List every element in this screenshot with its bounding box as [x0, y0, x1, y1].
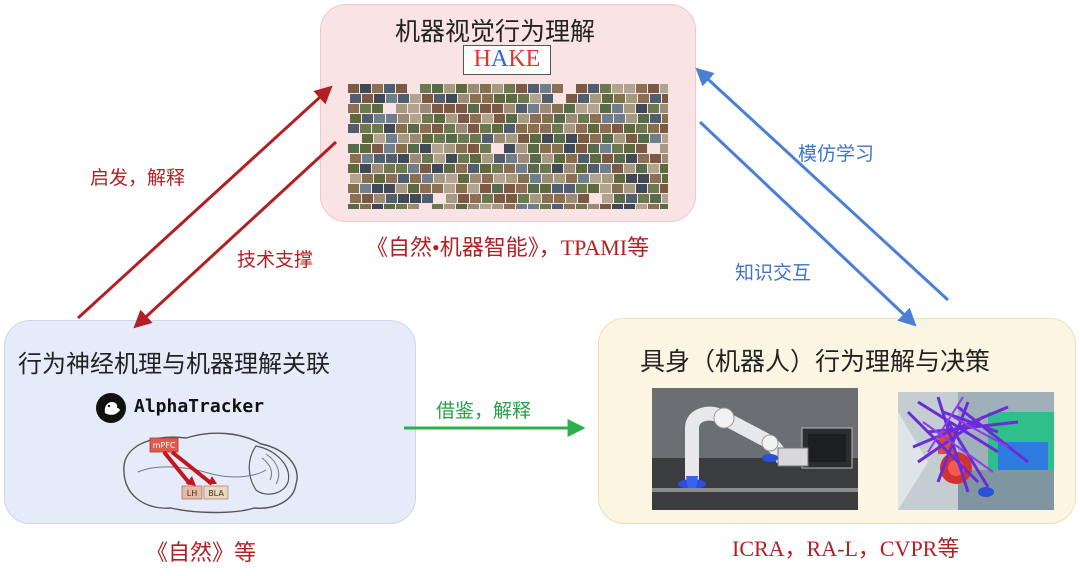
- brain-diagram: mPFC LH BLA: [123, 432, 298, 514]
- edge-label-knowledge: 知识交互: [735, 262, 812, 284]
- brain-label-lh: LH: [187, 489, 197, 498]
- brain-label-mpfc: mPFC: [153, 441, 176, 450]
- alphatracker-logo-text: AlphaTracker: [134, 396, 265, 417]
- left-node-caption: 《自然》等: [146, 540, 257, 565]
- arrow-imitation: [695, 67, 950, 302]
- hake-logo: HAKE: [463, 45, 551, 75]
- right-node-caption: ICRA，RA-L，CVPR等: [732, 536, 960, 561]
- edge-label-imitation: 模仿学习: [798, 143, 875, 165]
- image-mosaic: [348, 84, 668, 209]
- edge-label-reference: 借鉴，解释: [436, 400, 532, 422]
- alphatracker-mouse-icon: [96, 393, 126, 423]
- edge-label-tech-support: 技术支撑: [237, 249, 314, 271]
- arrow-knowledge: [698, 120, 917, 327]
- right-node-title: 具身（机器人）行为理解与决策: [640, 347, 991, 376]
- arrow-inspire: [76, 85, 333, 320]
- grasp-visualization-photo: [898, 392, 1054, 510]
- robot-arm-photo: [652, 388, 858, 510]
- brain-label-bla: BLA: [208, 489, 224, 498]
- arrow-tech-support: [133, 140, 338, 329]
- left-node-title: 行为神经机理与机器理解关联: [18, 350, 330, 378]
- hake-letter-h: H: [473, 46, 491, 72]
- top-node-caption: 《自然•机器智能》，TPAMI等: [366, 235, 650, 260]
- hake-letter-a: A: [491, 46, 509, 72]
- edge-label-inspire: 启发，解释: [90, 167, 186, 189]
- top-node-title: 机器视觉行为理解: [395, 17, 596, 46]
- hake-letters-ke: KE: [508, 46, 541, 72]
